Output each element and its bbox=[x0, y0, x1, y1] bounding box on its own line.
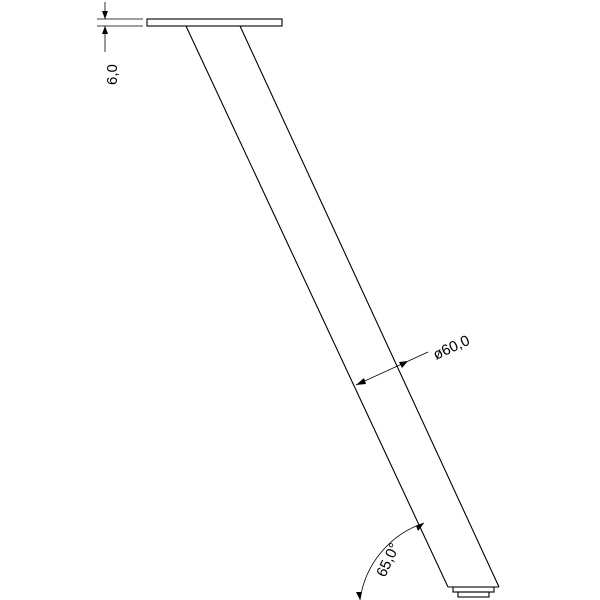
thickness-arrow-down bbox=[102, 11, 108, 19]
angle-label: 65,0° bbox=[373, 541, 403, 580]
thickness-arrow-up bbox=[102, 26, 108, 34]
angle-arrow-top bbox=[416, 523, 424, 531]
diameter-arrow-left bbox=[356, 378, 366, 385]
diameter-label: ø60,0 bbox=[431, 332, 473, 364]
thickness-label: 6,0 bbox=[104, 64, 121, 85]
foot-base bbox=[457, 591, 490, 598]
mounting-plate bbox=[146, 18, 283, 27]
tube-left-edge bbox=[185, 25, 449, 588]
foot-glide bbox=[452, 586, 495, 593]
angle-arrow-bottom bbox=[356, 592, 362, 600]
tube-right-edge bbox=[239, 25, 500, 588]
diameter-dim-line bbox=[355, 351, 429, 386]
angle-arc bbox=[359, 522, 425, 600]
diameter-arrow-right bbox=[399, 361, 408, 368]
